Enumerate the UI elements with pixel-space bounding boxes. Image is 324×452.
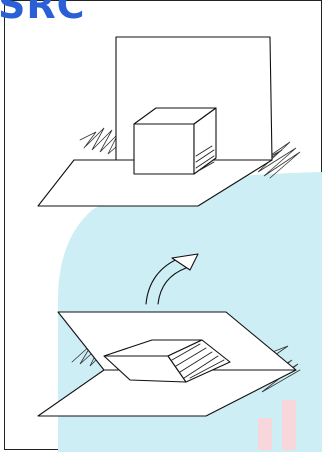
- cube-front: [134, 124, 194, 174]
- watermark-logo: SRC: [0, 0, 86, 24]
